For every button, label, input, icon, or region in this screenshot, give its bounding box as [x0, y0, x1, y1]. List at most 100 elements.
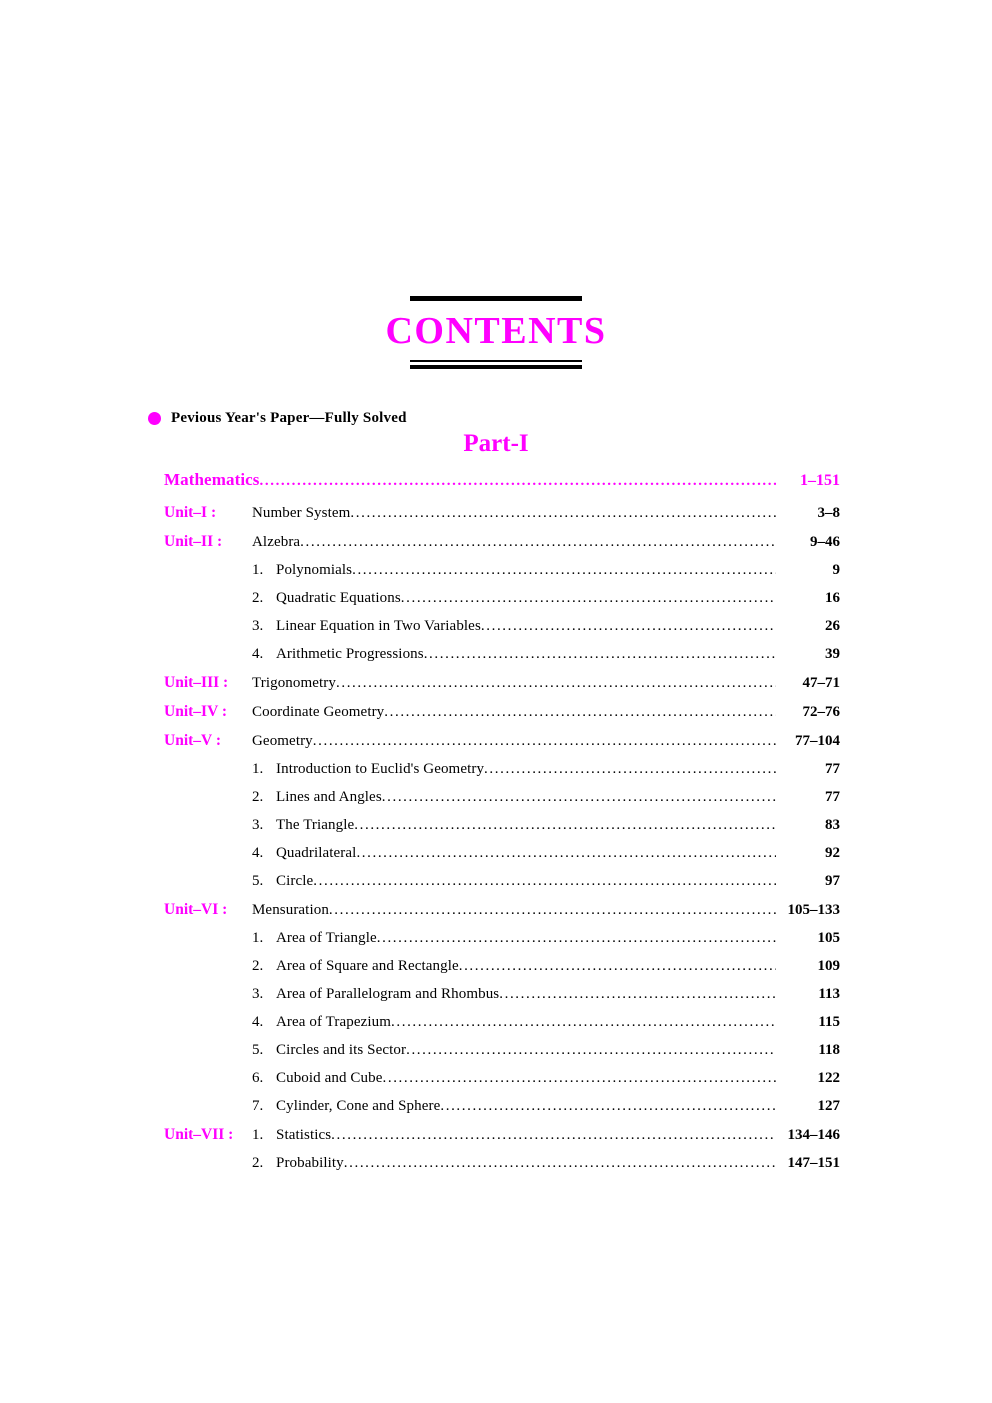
toc-row[interactable]: Unit–VII : 1. Statistics 134–146 [164, 1126, 840, 1144]
toc-row-body: 2. Lines and Angles [252, 789, 778, 806]
toc-leader [440, 1098, 776, 1115]
toc-row[interactable]: Unit–III : Trigonometry 47–71 [164, 674, 840, 692]
toc-row[interactable]: Unit–IV : Coordinate Geometry 72–76 [164, 703, 840, 721]
toc-entry-pages: 77 [825, 789, 840, 805]
toc-section-label: Mathematics [164, 470, 260, 489]
toc-entry-number: 2. [252, 789, 264, 805]
toc-leader [260, 473, 776, 490]
toc-row[interactable]: Unit–V : Geometry 77–104 [164, 732, 840, 750]
toc-row[interactable]: 6. Cuboid and Cube 122 [164, 1070, 840, 1087]
previous-paper-note: Pevious Year's Paper—Fully Solved [148, 410, 407, 427]
toc-leader [300, 534, 776, 551]
toc-entry-title: Coordinate Geometry [252, 704, 385, 720]
toc-row-body: Number System [252, 505, 778, 522]
toc-leader [377, 930, 776, 947]
toc-entry-pages: 72–76 [802, 704, 841, 720]
previous-paper-note-label: Pevious Year's Paper—Fully Solved [171, 410, 407, 426]
toc-unit-label: Unit–III : [164, 674, 229, 691]
toc-row[interactable]: Unit–I : Number System 3–8 [164, 504, 840, 522]
toc-entry-pages: 77–104 [795, 733, 840, 749]
toc-entry-title: Circle [276, 873, 314, 889]
toc-row[interactable]: 4. Quadrilateral 92 [164, 845, 840, 862]
toc-leader [354, 817, 776, 834]
toc-row[interactable]: 5. Circles and its Sector 118 [164, 1042, 840, 1059]
toc-entry-title: Area of Square and Rectangle [276, 958, 459, 974]
toc-entry-number: 7. [252, 1098, 264, 1114]
toc-leader [313, 733, 776, 750]
toc-row[interactable]: 7. Cylinder, Cone and Sphere 127 [164, 1098, 840, 1115]
toc-entry-pages: 118 [818, 1042, 840, 1058]
toc-entry-pages: 147–151 [787, 1155, 841, 1171]
toc-row-body: 3. Linear Equation in Two Variables [252, 618, 778, 635]
toc-entry-title: Geometry [252, 733, 313, 749]
toc-entry-pages: 47–71 [802, 675, 841, 691]
toc-entry-number: 5. [252, 873, 264, 889]
toc-row-body: 3. Area of Parallelogram and Rhombus [252, 986, 778, 1003]
toc-entry-number: 2. [252, 958, 264, 974]
toc-entry-number: 1. [252, 562, 264, 578]
title-rule-bottom [410, 360, 582, 369]
toc-row[interactable]: 1. Area of Triangle 105 [164, 930, 840, 947]
toc-leader [382, 789, 776, 806]
toc-row[interactable]: 3. The Triangle 83 [164, 817, 840, 834]
toc-row-body: 1. Introduction to Euclid's Geometry [252, 761, 778, 778]
toc-entry-pages: 105 [817, 930, 841, 946]
toc-leader [313, 873, 776, 890]
toc-entry-title: Number System [252, 505, 351, 521]
toc-leader [406, 1042, 776, 1059]
toc-leader [459, 958, 776, 975]
toc-row-body: 4. Arithmetic Progressions [252, 646, 778, 663]
toc-row[interactable]: 5. Circle 97 [164, 873, 840, 890]
toc-row[interactable]: 4. Arithmetic Progressions 39 [164, 646, 840, 663]
toc-row[interactable]: 1. Introduction to Euclid's Geometry 77 [164, 761, 840, 778]
toc-row[interactable]: 2. Probability 147–151 [164, 1155, 840, 1172]
toc-section-pages: 1–151 [800, 472, 840, 489]
title-block: CONTENTS [0, 296, 992, 369]
toc-entry-title: Probability [276, 1155, 344, 1171]
toc-entry-pages: 109 [817, 958, 841, 974]
toc-leader [484, 761, 776, 778]
toc-row[interactable]: 4. Area of Trapezium 115 [164, 1014, 840, 1031]
toc-row[interactable]: 2. Quadratic Equations 16 [164, 590, 840, 607]
page-title: CONTENTS [385, 310, 607, 352]
toc-row[interactable]: 2. Area of Square and Rectangle 109 [164, 958, 840, 975]
toc-unit-label: Unit–VI : [164, 901, 228, 918]
toc-entry-title: The Triangle [276, 817, 355, 833]
toc-row[interactable]: 3. Linear Equation in Two Variables 26 [164, 618, 840, 635]
toc-entry-pages: 9–46 [810, 534, 840, 550]
toc-leader [383, 1070, 777, 1087]
toc-row[interactable]: 2. Lines and Angles 77 [164, 789, 840, 806]
toc-entry-title: Statistics [276, 1127, 332, 1143]
toc-section-row[interactable]: Mathematics 1–151 [164, 470, 840, 490]
toc-entry-number: 1. [252, 1127, 264, 1143]
toc-row[interactable]: Unit–II : Alzebra 9–46 [164, 533, 840, 551]
toc-entry-number: 4. [252, 1014, 264, 1030]
toc-entry-title: Arithmetic Progressions [276, 646, 424, 662]
toc-entry-title: Quadrilateral [276, 845, 357, 861]
title-rule-bottom-thick [410, 365, 582, 369]
toc-leader [384, 704, 776, 721]
toc-entry-title: Quadratic Equations [276, 590, 401, 606]
toc-entry-pages: 134–146 [787, 1127, 841, 1143]
toc-entry-pages: 122 [817, 1070, 841, 1086]
toc-entry-number: 5. [252, 1042, 264, 1058]
toc-entry-title: Area of Trapezium [276, 1014, 392, 1030]
toc-unit-label: Unit–IV : [164, 703, 228, 720]
toc-row[interactable]: Unit–VI : Mensuration 105–133 [164, 901, 840, 919]
toc-entry-pages: 39 [825, 646, 840, 662]
toc-entry-number: 3. [252, 817, 264, 833]
toc-entry-pages: 115 [818, 1014, 840, 1030]
toc-row-body: 2. Quadratic Equations [252, 590, 778, 607]
toc-entry-pages: 97 [825, 873, 840, 889]
toc-entry-title: Area of Parallelogram and Rhombus [276, 986, 500, 1002]
toc-leader [401, 590, 776, 607]
toc-row-body: 7. Cylinder, Cone and Sphere [252, 1098, 778, 1115]
toc-entry-number: 6. [252, 1070, 264, 1086]
toc-row[interactable]: 1. Polynomials 9 [164, 562, 840, 579]
toc-unit-label: Unit–II : [164, 533, 223, 550]
toc-unit-label: Unit–I : [164, 504, 217, 521]
toc-entry-pages: 83 [825, 817, 840, 833]
toc-row-body: Geometry [252, 733, 778, 750]
toc-row[interactable]: 3. Area of Parallelogram and Rhombus 113 [164, 986, 840, 1003]
